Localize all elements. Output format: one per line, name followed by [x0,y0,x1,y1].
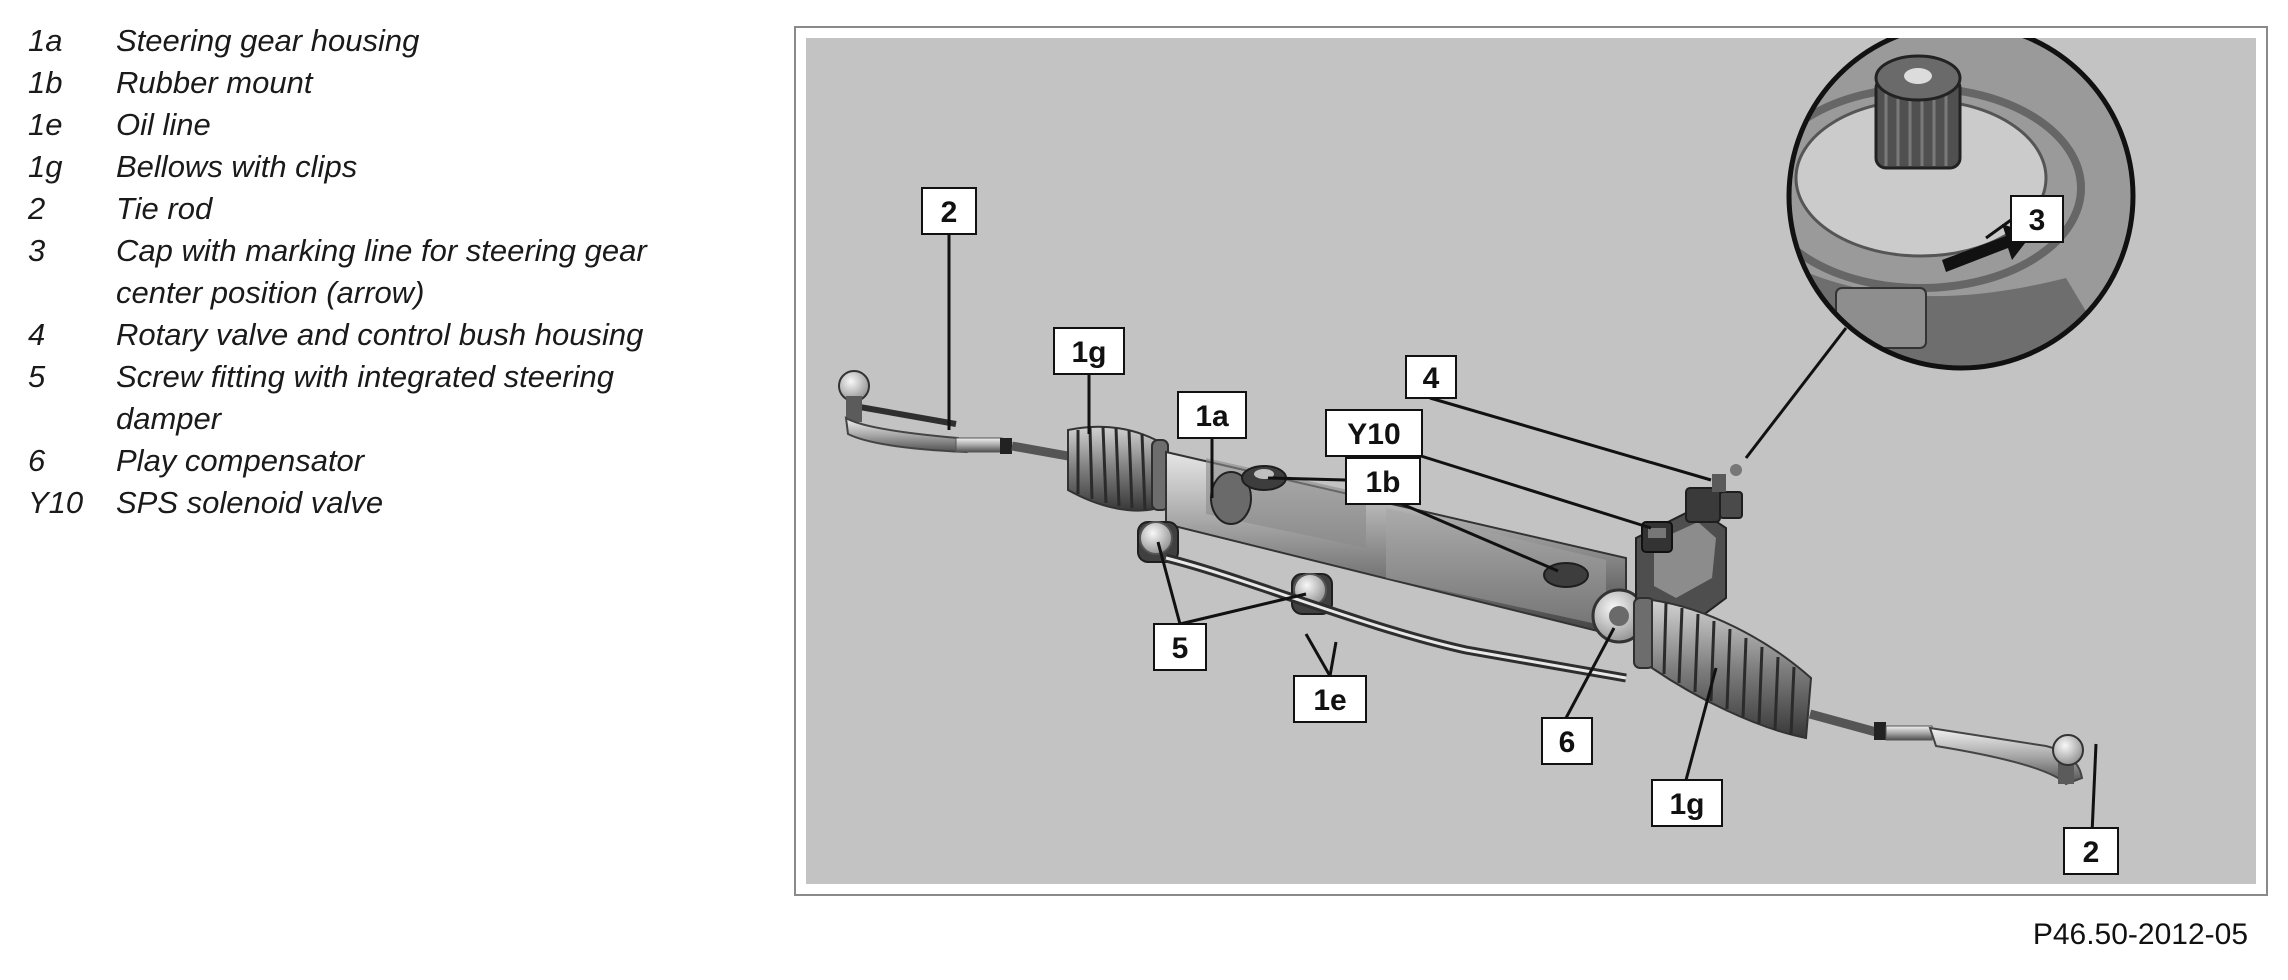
legend-text: Oil line [116,107,211,142]
callout-rubber-mount: 1b [1345,457,1421,505]
legend-item: 1e Oil line [28,104,718,146]
legend-item: 1a Steering gear housing [28,20,718,62]
svg-text:6: 6 [1559,726,1576,759]
legend-text: Cap with marking line for steering gear … [116,233,647,310]
legend-text: Screw fitting with integrated steering d… [116,359,614,436]
callout-oil-line: 1e [1293,675,1367,723]
svg-text:1g: 1g [1669,788,1704,821]
svg-text:1b: 1b [1365,466,1400,499]
svg-text:2: 2 [941,196,958,229]
svg-text:Y10: Y10 [1347,418,1400,451]
legend-text: Rubber mount [116,65,313,100]
leader-lines [947,218,2098,857]
figure-code: P46.50-2012-05 [2032,918,2248,951]
legend: 1a Steering gear housing 1b Rubber mount… [28,20,718,524]
legend-item: 5 Screw fitting with integrated steering… [28,356,718,440]
legend-item: 1b Rubber mount [28,62,718,104]
legend-text: Rotary valve and control bush housing [116,317,644,352]
callout-tie-rod-right: 2 [2063,827,2119,875]
callout-cap: 3 [2010,195,2064,243]
legend-item: 1g Bellows with clips [28,146,718,188]
legend-item: 4 Rotary valve and control bush housing [28,314,718,356]
svg-text:2: 2 [2083,836,2100,869]
steering-gear-illustration: 2 1g 1a 1b Y10 4 [806,38,2256,884]
callout-bellows-right: 1g [1651,779,1723,827]
legend-item: 6 Play compensator [28,440,718,482]
legend-code: 5 [28,359,46,394]
legend-code: Y10 [28,485,84,520]
svg-text:1e: 1e [1313,684,1346,717]
oil-line [1164,553,1627,683]
svg-text:5: 5 [1172,632,1189,665]
legend-text: Steering gear housing [116,23,420,58]
legend-text: SPS solenoid valve [116,485,384,520]
legend-code: 4 [28,317,46,352]
figure-frame: 2 1g 1a 1b Y10 4 [794,26,2268,896]
steering-gear-housing [1165,450,1627,640]
bellows-right [1633,597,1813,740]
callout-rotary-valve: 4 [1405,355,1457,399]
callout-tie-rod-left: 2 [921,187,977,235]
tie-rod-left [838,370,1069,461]
bellows-left [1067,425,1169,512]
tie-rod-right [1808,709,2084,786]
svg-text:3: 3 [2029,204,2046,237]
legend-code: 1g [28,149,63,184]
solenoid-valve [1641,521,1673,553]
svg-text:1g: 1g [1071,336,1106,369]
legend-item: 2 Tie rod [28,188,718,230]
svg-text:1a: 1a [1195,400,1229,433]
svg-text:4: 4 [1423,362,1440,395]
legend-code: 1e [28,107,63,142]
callout-play-compensator: 6 [1541,717,1593,765]
legend-code: 3 [28,233,46,268]
callout-screw-fitting: 5 [1153,623,1207,671]
callout-bellows-left: 1g [1053,327,1125,375]
legend-text: Bellows with clips [116,149,358,184]
legend-text: Play compensator [116,443,365,478]
legend-text: Tie rod [116,191,213,226]
legend-code: 2 [28,191,46,226]
legend-item: 3 Cap with marking line for steering gea… [28,230,718,314]
marking-arrow-icon [1942,224,2032,272]
callout-solenoid: Y10 [1325,409,1423,457]
legend-code: 1b [28,65,63,100]
legend-item: Y10 SPS solenoid valve [28,482,718,524]
legend-code: 6 [28,443,46,478]
legend-code: 1a [28,23,63,58]
callout-housing: 1a [1177,391,1247,439]
play-compensator [1591,588,1647,644]
